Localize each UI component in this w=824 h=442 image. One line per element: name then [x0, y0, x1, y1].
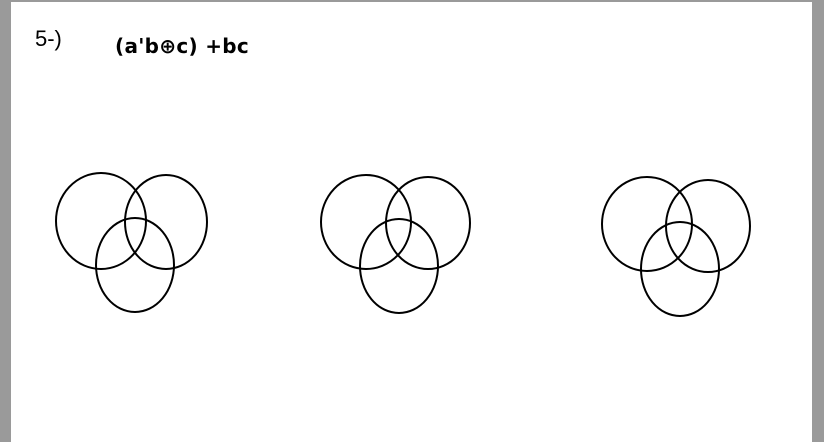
venn-circle-c [359, 218, 439, 314]
venn-circle-b [124, 174, 208, 270]
venn-diagram-2 [320, 174, 471, 314]
venn-circle-a [55, 172, 147, 270]
venn-circle-a [601, 176, 693, 272]
venn-circle-c [640, 221, 720, 317]
venn-diagram-1 [55, 172, 208, 313]
venn-circle-b [385, 176, 471, 270]
venn-diagrams-canvas [55, 172, 751, 317]
problem-number: 5-) [35, 26, 62, 51]
venn-diagram-3 [601, 176, 751, 317]
boolean-expression: (a'b⊕c) +bc [115, 34, 250, 58]
worksheet-page: 5-) (a'b⊕c) +bc [11, 2, 812, 442]
venn-circle-c [95, 217, 175, 313]
venn-circle-b [665, 179, 751, 273]
